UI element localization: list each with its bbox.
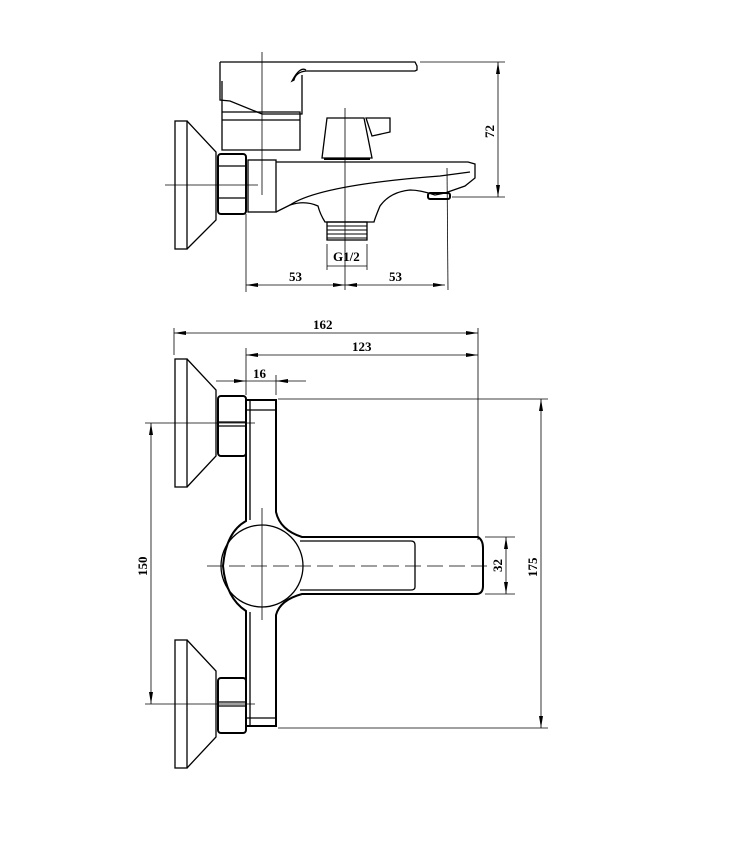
lever-handle-side xyxy=(219,61,418,115)
mixer-body-top xyxy=(220,399,484,727)
top-view: 162 123 16 xyxy=(135,317,548,769)
outlet-thread-side xyxy=(326,221,368,241)
diverter-knob-side xyxy=(321,117,391,160)
hex-nut-side xyxy=(217,153,247,215)
dim-wall-offset-16: 16 xyxy=(253,366,267,381)
dim-body-depth-123: 123 xyxy=(352,339,372,354)
dim-body-height-175: 175 xyxy=(525,557,540,577)
dim-left-53: 53 xyxy=(289,269,303,284)
spout-side xyxy=(275,161,476,223)
side-view: G1/2 53 53 72 xyxy=(165,52,505,292)
dim-right-53: 53 xyxy=(389,269,403,284)
dim-height-72: 72 xyxy=(482,125,497,138)
dim-centers-150: 150 xyxy=(135,557,150,577)
thread-size-label: G1/2 xyxy=(333,249,360,264)
dim-total-depth-162: 162 xyxy=(313,317,333,332)
dim-handle-width-32: 32 xyxy=(490,559,505,572)
